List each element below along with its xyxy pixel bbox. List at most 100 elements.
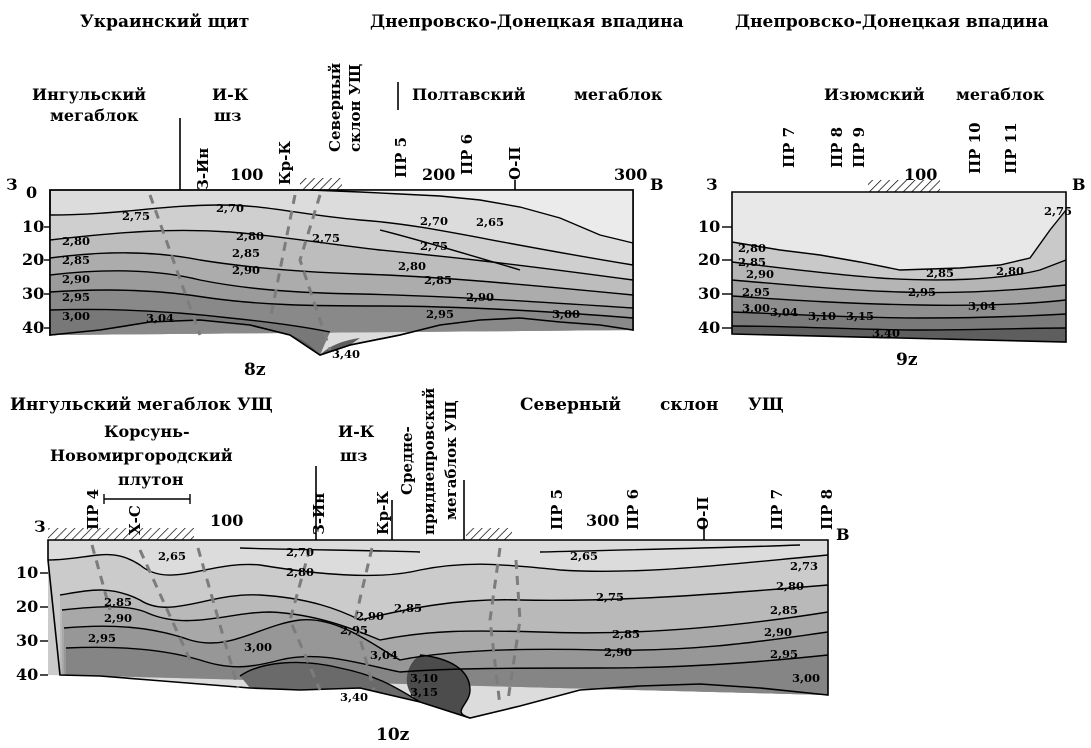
contour-value: 2,65	[570, 549, 598, 563]
contour-value: 2,85	[926, 266, 954, 280]
contour-value: 2,80	[996, 264, 1024, 278]
depth-40-10z: 40	[16, 665, 38, 684]
contour-value: 2,70	[286, 545, 314, 559]
block-korsun-2: Новомиргородский	[50, 446, 233, 465]
block-ingul-2: мегаблок	[50, 106, 139, 125]
contour-value: 2,75	[420, 239, 448, 253]
west-label-10z: З	[34, 517, 46, 536]
contour-value: 3,40	[872, 326, 900, 340]
contour-value: 2,80	[738, 241, 766, 255]
label-pr6-10z: ПР 6	[624, 489, 642, 530]
x-tick-100: 100	[230, 165, 263, 184]
label-north-slope-1: Северный	[326, 63, 344, 152]
label-pr8-10z: ПР 8	[818, 489, 836, 530]
block-korsun-3: плутон	[118, 470, 184, 489]
contour-value: 2,85	[394, 601, 422, 615]
x-tick-100-10z: 100	[210, 511, 243, 530]
label-z-in: З-Ин	[194, 148, 212, 190]
depth-20-10z: 20	[16, 597, 38, 616]
contour-value: 3,00	[62, 309, 90, 323]
contour-value: 2,70	[420, 214, 448, 228]
contour-value: 2,75	[122, 209, 150, 223]
label-pr7-10z: ПР 7	[768, 489, 786, 530]
label-kr-k-10z: Кр-К	[374, 491, 392, 535]
block-shz-10z: шз	[340, 446, 367, 465]
contour-value: 3,04	[968, 299, 996, 313]
contour-value: 2,75	[1044, 204, 1072, 218]
contour-value: 2,90	[466, 290, 494, 304]
contour-value: 2,80	[236, 229, 264, 243]
west-label: З	[6, 175, 18, 194]
x-tick-200: 200	[422, 165, 455, 184]
contour-value: 2,80	[286, 565, 314, 579]
block-korsun-1: Корсунь-	[104, 422, 190, 441]
depth-10-10z: 10	[16, 563, 38, 582]
east-label: В	[650, 175, 664, 194]
contour-value: 2,95	[62, 290, 90, 304]
label-h-s-10z: Х-С	[126, 505, 144, 535]
header-north-slope-2: склон	[660, 395, 718, 415]
west-label-9z: З	[706, 175, 718, 194]
label-pr11-9z: ПР 11	[1002, 122, 1020, 174]
contour-value: 3,10	[808, 309, 836, 323]
contour-value: 2,95	[908, 285, 936, 299]
contour-value: 2,65	[158, 549, 186, 563]
contour-value: 2,90	[232, 263, 260, 277]
depth-30-10z: 30	[16, 631, 38, 650]
contour-value: 3,10	[410, 671, 438, 685]
contour-value: 2,95	[426, 307, 454, 321]
panel-10z: Ингульский мегаблок УЩ Северный склон УЩ…	[10, 388, 850, 745]
contour-value: 2,85	[104, 595, 132, 609]
contour-value: 2,90	[62, 272, 90, 286]
contour-labels-9z: 2,75 2,80 2,85 2,90 2,95 3,00 3,04 3,10 …	[738, 204, 1072, 340]
contour-value: 3,40	[340, 690, 368, 704]
contour-value: 2,95	[742, 285, 770, 299]
contour-value: 2,65	[476, 215, 504, 229]
contour-value: 2,85	[424, 273, 452, 287]
header-ukrainian-shield: Украинский щит	[80, 12, 249, 32]
x-tick-100-9z: 100	[904, 165, 937, 184]
contour-value: 2,85	[770, 603, 798, 617]
block-ingul-1: Ингульский	[32, 85, 146, 104]
contour-value: 2,90	[764, 625, 792, 639]
label-z-in-10z: З-Ин	[310, 493, 328, 535]
header-dnieper-donets-9z: Днепровско-Донецкая впадина	[735, 12, 1049, 32]
contour-value: 2,90	[356, 609, 384, 623]
label-o-p: О-П	[506, 147, 524, 180]
east-label-10z: В	[836, 525, 850, 544]
label-pr10-9z: ПР 10	[966, 122, 984, 174]
block-ik: И-К	[212, 85, 249, 104]
panel-8z: Украинский щит Днепровско-Донецкая впади…	[6, 12, 684, 380]
contour-value: 2,85	[232, 246, 260, 260]
label-pr6: ПР 6	[458, 134, 476, 175]
contour-value: 2,90	[604, 645, 632, 659]
depth-30: 30	[22, 284, 44, 303]
contour-value: 3,40	[332, 347, 360, 361]
label-pr8-9z: ПР 8	[828, 127, 846, 168]
panel-9z: Днепровско-Донецкая впадина Изюмский мег…	[698, 12, 1086, 370]
block-izyum: Изюмский	[824, 85, 925, 104]
header-north-slope-1: Северный	[520, 395, 621, 415]
label-sredne-3: мегаблок УЩ	[442, 400, 460, 520]
contour-value: 2,73	[790, 559, 818, 573]
block-megablock: мегаблок	[574, 85, 663, 104]
contour-value: 3,04	[370, 648, 398, 662]
label-pr5: ПР 5	[392, 137, 410, 178]
contour-value: 2,70	[216, 201, 244, 215]
label-sredne-1: Средне-	[398, 426, 416, 495]
contour-value: 3,04	[770, 305, 798, 319]
depth-30-9z: 30	[698, 284, 720, 303]
label-sredne-2: приднепровский	[420, 388, 438, 535]
depth-40: 40	[22, 318, 44, 337]
contour-labels-10z: 2,65 2,70 2,80 2,85 2,90 2,95 3,00 2,90 …	[88, 545, 820, 704]
contour-value: 2,85	[612, 627, 640, 641]
depth-10-9z: 10	[698, 217, 720, 236]
contour-value: 2,80	[776, 579, 804, 593]
label-pr4-10z: ПР 4	[84, 489, 102, 530]
label-pr7-9z: ПР 7	[780, 127, 798, 168]
label-o-p-10z: О-П	[694, 497, 712, 530]
contour-value: 2,95	[770, 647, 798, 661]
contour-value: 2,80	[62, 234, 90, 248]
contour-value: 2,85	[738, 255, 766, 269]
